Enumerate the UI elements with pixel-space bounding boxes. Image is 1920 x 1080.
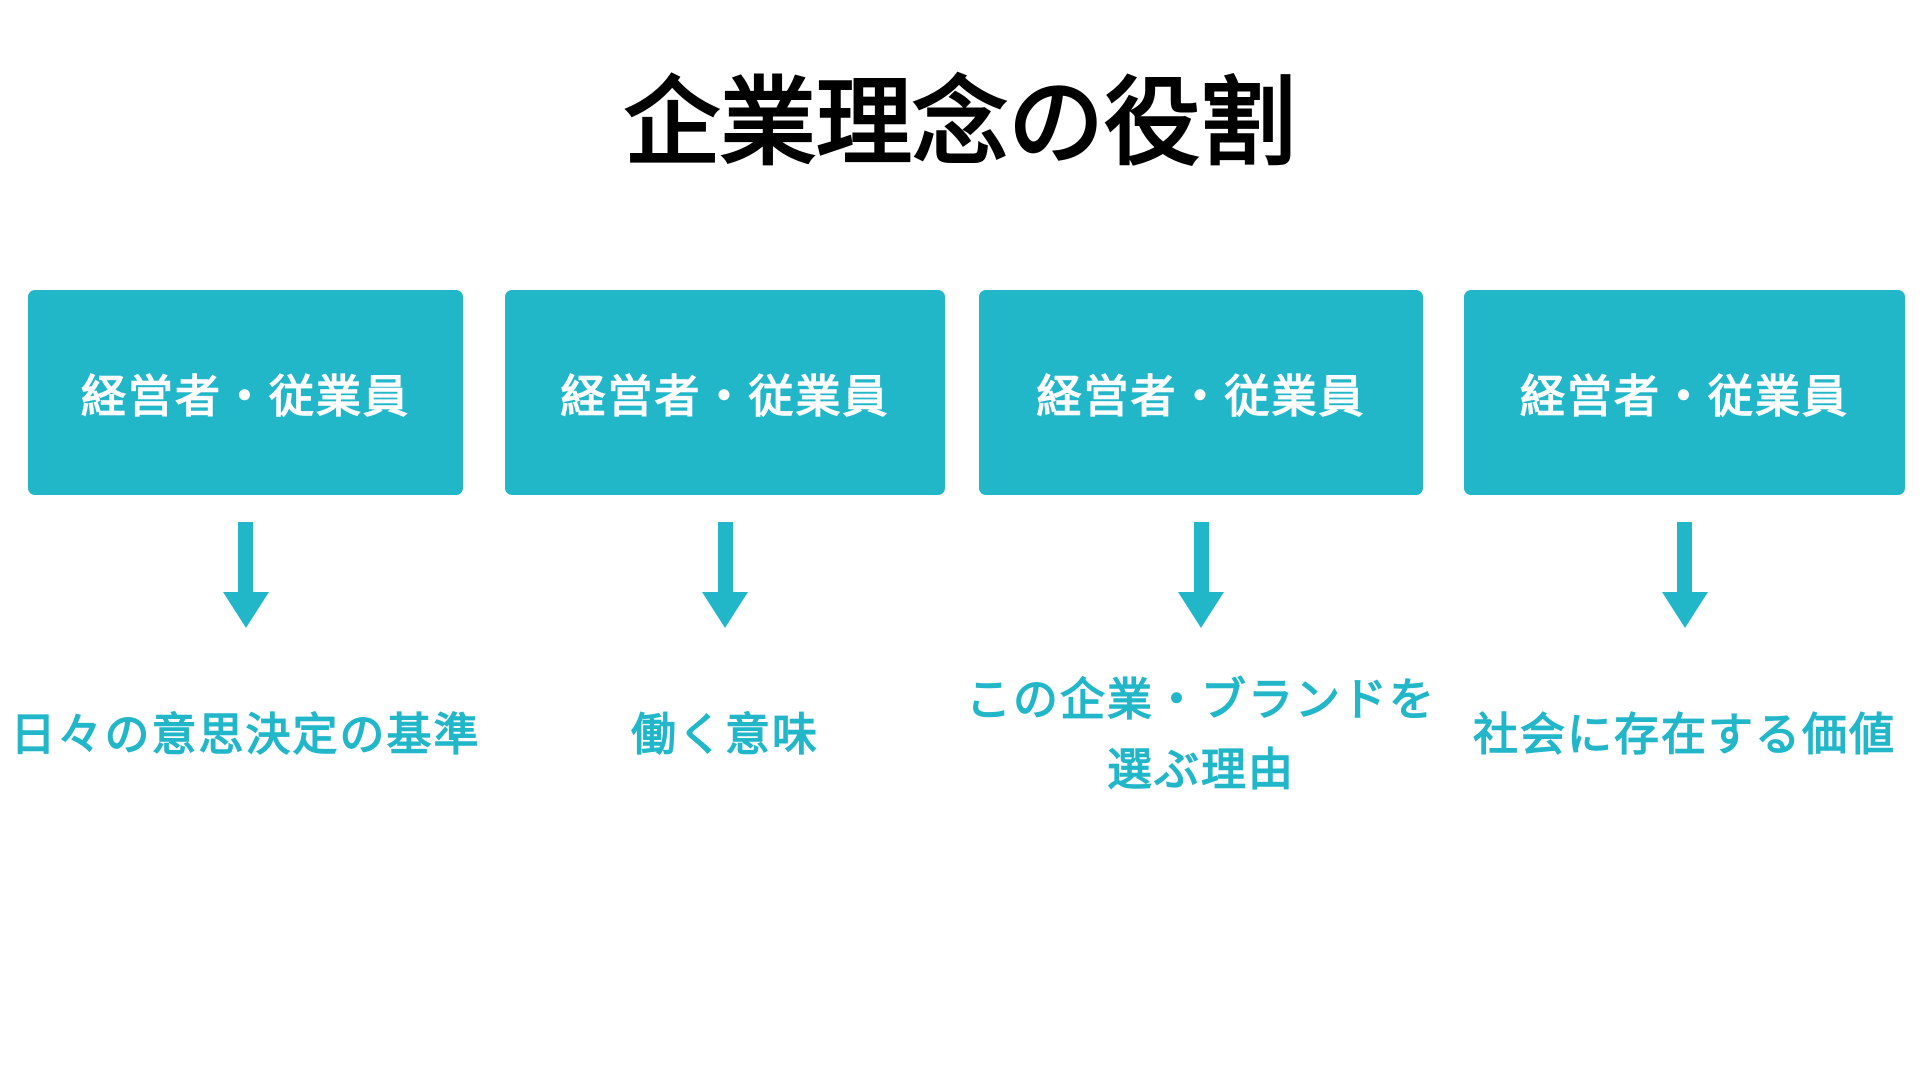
stakeholder-box-label: 経営者・従業員 [80, 371, 410, 422]
result-label: 働く意味 [630, 709, 819, 760]
down-arrow-head [1178, 592, 1224, 628]
result-label-wrap: 働く意味 [505, 665, 945, 805]
result-label-wrap: この企業・ブランドを 選ぶ理由 [966, 665, 1434, 805]
down-arrow-icon [222, 522, 269, 628]
diagram-column-1: 経営者・従業員 日々の意思決定の基準 [11, 290, 479, 805]
down-arrow-tail [1677, 522, 1692, 592]
down-arrow-tail [238, 522, 253, 592]
down-arrow-icon [1661, 522, 1708, 628]
result-label-wrap: 社会に存在する価値 [1464, 665, 1905, 805]
stakeholder-box: 経営者・従業員 [979, 290, 1423, 495]
stakeholder-box-label: 経営者・従業員 [1519, 371, 1849, 422]
page-title: 企業理念の役割 [624, 70, 1296, 177]
stakeholder-box-label: 経営者・従業員 [1036, 371, 1366, 422]
diagram-column-3: 経営者・従業員 この企業・ブランドを 選ぶ理由 [966, 290, 1434, 805]
down-arrow-tail [717, 522, 733, 592]
down-arrow-icon [702, 522, 748, 628]
result-label: 日々の意思決定の基準 [10, 709, 481, 760]
stakeholder-box: 経営者・従業員 [505, 290, 945, 495]
result-label: この企業・ブランドを 選ぶ理由 [966, 674, 1437, 795]
diagram-column-4: 経営者・従業員 社会に存在する価値 [1464, 290, 1905, 805]
stakeholder-box-label: 経営者・従業員 [560, 371, 890, 422]
down-arrow-head [1661, 592, 1708, 628]
stakeholder-box: 経営者・従業員 [28, 290, 463, 495]
result-label: 社会に存在する価値 [1472, 709, 1896, 760]
down-arrow-head [222, 592, 269, 628]
stakeholder-box: 経営者・従業員 [1464, 290, 1905, 495]
down-arrow-head [702, 592, 748, 628]
result-label-wrap: 日々の意思決定の基準 [11, 665, 479, 805]
diagram-column-2: 経営者・従業員 働く意味 [505, 290, 945, 805]
down-arrow-tail [1193, 522, 1209, 592]
down-arrow-icon [1178, 522, 1224, 628]
